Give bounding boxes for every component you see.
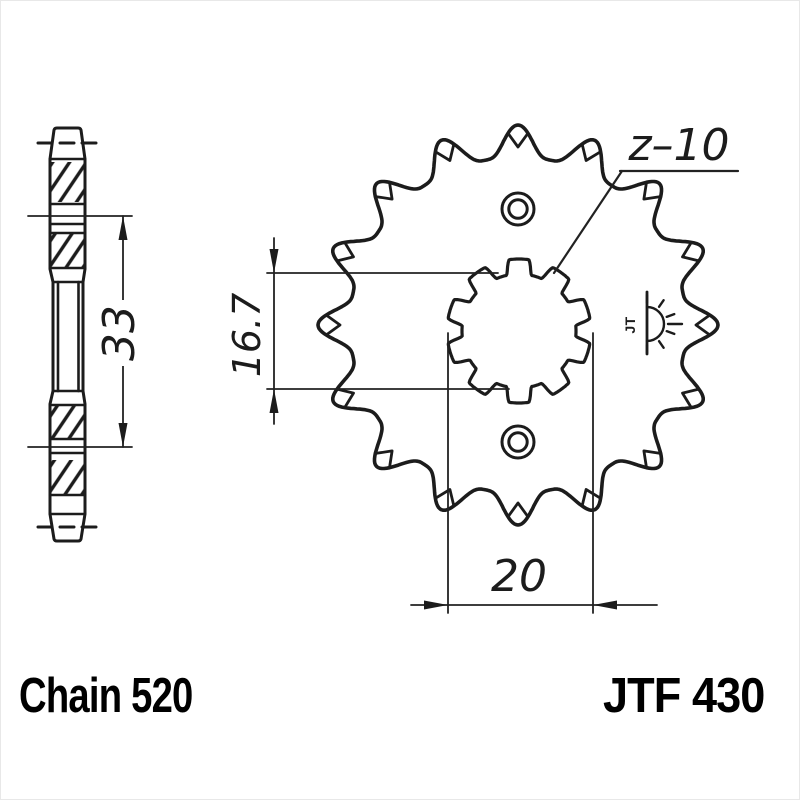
arrowhead [269, 389, 279, 413]
sprocket-front-view [316, 123, 720, 527]
tooth-tip-notch [581, 488, 601, 507]
tooth-tip-notch [642, 182, 661, 201]
arrowhead [269, 249, 279, 273]
sun-ray [665, 329, 676, 336]
dim-label-hub-width: 33 [94, 300, 145, 366]
tooth-tip-notch [581, 143, 601, 162]
arrowhead [593, 600, 617, 610]
sprocket-side-view [36, 126, 100, 543]
tooth-tip-notch [435, 143, 455, 162]
tooth-tip-notch [681, 388, 700, 408]
dim-label-spline-major: 20 [491, 551, 547, 602]
tooth-tip-notch [336, 242, 355, 262]
hatch-band [51, 162, 84, 202]
jt-sun-logo-icon [645, 290, 684, 356]
tooth-tip-notch [336, 388, 355, 408]
hole-top-outer [500, 191, 536, 227]
arrowhead [118, 216, 128, 240]
dimension-arrowheads [118, 216, 617, 610]
hatch-band [51, 233, 84, 267]
dimension-16-7 [266, 237, 510, 425]
jt-logo-text: JT [622, 316, 638, 334]
hole-bottom-inner [507, 431, 529, 453]
teeth-count-leader [552, 169, 740, 275]
sun-ray [665, 312, 676, 319]
sprocket-teeth-outline [316, 123, 720, 527]
tooth-tip-notch [507, 501, 529, 518]
arrowhead [118, 423, 128, 447]
tooth-tip-notch [375, 182, 394, 201]
hatch-band [51, 405, 84, 438]
hole-bottom-outer [500, 424, 536, 460]
tooth-tip-notch [642, 449, 661, 468]
tooth-tip-notch [325, 314, 342, 336]
tooth-tip-notch [681, 242, 700, 262]
dim-label-spline-minor: 16.7 [225, 292, 269, 378]
tooth-tip-notch [375, 449, 394, 468]
hatch-band [51, 460, 84, 495]
arrowhead [424, 600, 448, 610]
tooth-tip-notches [325, 132, 711, 518]
pitch-centerlines [36, 141, 100, 529]
tooth-tip-notch [507, 132, 529, 149]
spline-bore-outline [446, 257, 592, 405]
hole-top-inner [507, 198, 529, 220]
chain-size-label: Chain 520 [19, 669, 193, 723]
teeth-count-label: z–10 [628, 120, 730, 171]
sun-ray [657, 299, 665, 308]
sun-ray [657, 340, 665, 349]
model-number-label: JTF 430 [603, 669, 765, 723]
side-view-structure-lines [48, 157, 87, 516]
tooth-tip-notch [435, 488, 455, 507]
dimension-linework [27, 169, 740, 614]
sun-rays [645, 293, 684, 355]
tooth-tip-notch [694, 314, 711, 336]
lightening-holes [500, 191, 536, 460]
